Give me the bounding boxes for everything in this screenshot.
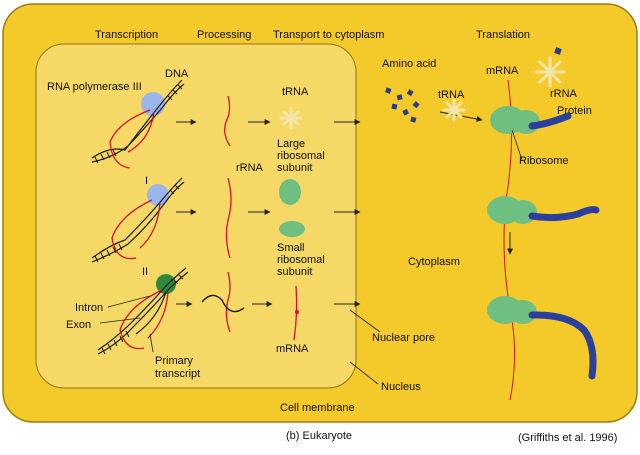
pol2-transcription (97, 267, 299, 355)
pol3-transcription (91, 79, 303, 169)
protein-chain-3 (528, 311, 597, 380)
nuclear-large-subunit (279, 179, 301, 205)
header-transport: Transport to cytoplasm (273, 29, 385, 41)
rna-transcript-row2 (111, 199, 161, 260)
rna-polymerase-3 (141, 92, 165, 116)
header-transcription: Transcription (95, 29, 159, 41)
label-trna-nucleus: tRNA (282, 86, 309, 98)
mrna-cytoplasm (503, 79, 516, 401)
label-protein: Protein (557, 105, 592, 117)
ribosome-3 (487, 296, 597, 380)
label-small-subunit-2: ribosomal (277, 254, 325, 266)
citation: (Griffiths et al. 1996) (518, 432, 618, 444)
dna-strand-row1-a (91, 79, 183, 159)
cytoplasm-trna-free (534, 56, 566, 88)
label-primary-2: transcript (155, 368, 201, 380)
amino-acids (385, 47, 562, 123)
protein-chain-2 (528, 206, 600, 222)
label-cytoplasm: Cytoplasm (408, 256, 460, 268)
splicing-transcript (225, 271, 231, 333)
label-pointer-lines (99, 129, 523, 385)
processed-trna-strand (224, 95, 231, 147)
label-trna-cytoplasm: tRNA (438, 89, 465, 101)
dna-helix-ticks-row1 (94, 84, 183, 164)
label-large-subunit-1: Large (277, 138, 306, 150)
label-small-subunit-1: Small (277, 242, 305, 254)
header-translation: Translation (476, 29, 531, 41)
rna-polymerase-1 (147, 184, 169, 206)
intron-lariat (201, 294, 245, 313)
label-exon: Exon (66, 319, 92, 331)
label-rrna-cytoplasm: rRNA (550, 88, 577, 100)
figure-caption: (b) Eukaryote (286, 430, 353, 442)
dna-strand-row2-b (91, 181, 185, 263)
dna-helix-ticks-row2 (94, 184, 180, 263)
rna-transcript-row3 (119, 289, 169, 350)
processed-rrna-strand (225, 177, 232, 259)
dna-helix-ticks-row3 (101, 274, 184, 355)
label-large-subunit-3: subunit (277, 162, 313, 174)
label-rrna-nucleus: rRNA (236, 162, 263, 174)
mrna-cap (295, 310, 299, 314)
label-nuclear-pore: Nuclear pore (372, 332, 435, 344)
label-cell-membrane: Cell membrane (280, 402, 355, 414)
cytoplasm-trna-incoming (442, 98, 466, 122)
label-pol-1: I (145, 175, 149, 187)
header-processing: Processing (197, 29, 252, 41)
nucleus-body (35, 43, 357, 389)
dna-strand-row3-b (97, 271, 189, 355)
nuclear-small-subunit (279, 221, 305, 237)
label-pol-2: II (142, 266, 149, 278)
label-dna: DNA (165, 68, 189, 80)
dna-strand-row3-a (97, 267, 187, 351)
label-nucleus: Nucleus (381, 381, 421, 393)
label-mrna-nucleus: mRNA (276, 343, 309, 355)
rna-polymerase-2 (156, 274, 176, 294)
label-mrna-cytoplasm: mRNA (486, 65, 519, 77)
rna-transcript-row1 (109, 109, 155, 169)
ribosome-2 (487, 196, 600, 224)
dna-strand-row2-a (91, 177, 183, 259)
protein-chain-1 (528, 112, 572, 130)
label-rna-polymerase: RNA polymerase III (47, 81, 142, 93)
pol1-transcription (91, 177, 305, 263)
nuclear-trna-shape (279, 106, 303, 130)
label-amino-acid: Amino acid (382, 58, 437, 70)
dna-strand-row1-b (91, 83, 185, 163)
label-ribosome: Ribosome (519, 155, 569, 167)
label-small-subunit-3: subunit (277, 266, 313, 278)
primary-transcript-tail (135, 291, 167, 335)
label-large-subunit-2: ribosomal (277, 150, 325, 162)
label-intron: Intron (75, 302, 104, 314)
ribosome-1 (490, 106, 572, 134)
label-primary-1: Primary (155, 355, 193, 367)
